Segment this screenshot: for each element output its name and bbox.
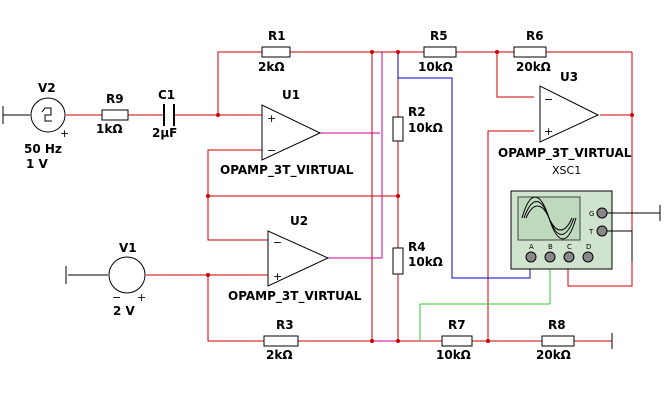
r5-value: 10kΩ (418, 60, 453, 74)
r9-value: 1kΩ (96, 122, 123, 136)
oscilloscope-xsc1[interactable]: XSC1 A B C D G T (510, 164, 661, 270)
r1-ref: R1 (268, 29, 286, 43)
v2-value: 1 V (26, 157, 49, 171)
r4-ref: R4 (408, 240, 426, 254)
wire-green (419, 258, 551, 341)
scope-terminal-g-label: G (589, 210, 594, 218)
resistor-r2[interactable]: R2 10kΩ (392, 105, 443, 142)
v1-minus: − (112, 291, 121, 304)
r9-ref: R9 (106, 92, 124, 106)
scope-terminal-g[interactable]: G (589, 207, 608, 219)
u1-minus: − (267, 144, 276, 157)
r7-ref: R7 (448, 318, 466, 332)
r6-value: 20kΩ (516, 60, 551, 74)
r5-ref: R5 (430, 29, 448, 43)
wires-magenta (320, 52, 400, 342)
v2-plus: + (60, 127, 69, 140)
r6-ref: R6 (526, 29, 544, 43)
xsc1-ref: XSC1 (552, 164, 581, 177)
r2-ref: R2 (408, 105, 426, 119)
u1-plus: + (267, 112, 276, 125)
resistor-r9[interactable]: R9 1kΩ (96, 92, 129, 136)
scope-channel-c-label: C (567, 243, 572, 251)
u2-plus: + (273, 270, 282, 283)
ac-source-icon (41, 107, 52, 122)
u2-ref: U2 (290, 214, 308, 228)
r3-ref: R3 (276, 318, 294, 332)
v1-value: 2 V (113, 304, 136, 318)
resistor-r4[interactable]: R4 10kΩ (392, 240, 443, 275)
u1-ref: U1 (282, 88, 300, 102)
scope-channel-b-label: B (548, 243, 553, 251)
scope-channel-b[interactable]: B (544, 243, 556, 263)
v2-ref: V2 (38, 81, 56, 95)
scope-channel-d-label: D (586, 243, 591, 251)
c1-value: 2µF (152, 126, 177, 140)
u3-ref: U3 (560, 70, 578, 84)
u3-model: OPAMP_3T_VIRTUAL (498, 146, 632, 161)
r8-value: 20kΩ (536, 348, 571, 362)
source-v1[interactable]: − + V1 2 V (65, 241, 146, 318)
scope-channel-c[interactable]: C (563, 243, 575, 263)
v2-freq: 50 Hz (24, 142, 62, 156)
opamp-u2[interactable]: − + U2 OPAMP_3T_VIRTUAL (228, 214, 362, 304)
r4-value: 10kΩ (408, 255, 443, 269)
v1-plus: + (137, 291, 146, 304)
scope-terminal-t-label: T (588, 228, 594, 236)
r1-value: 2kΩ (258, 60, 285, 74)
v1-ref: V1 (119, 241, 137, 255)
scope-terminal-t[interactable]: T (588, 225, 608, 237)
scope-channel-d[interactable]: D (582, 243, 594, 263)
wire-blue (397, 52, 531, 279)
c1-ref: C1 (158, 88, 175, 102)
r3-value: 2kΩ (266, 348, 293, 362)
resistor-r8[interactable]: R8 20kΩ (536, 318, 575, 362)
scope-channel-a-label: A (529, 243, 534, 251)
u3-minus: − (544, 93, 553, 106)
resistor-r3[interactable]: R3 2kΩ (263, 318, 299, 362)
scope-channel-a[interactable]: A (525, 243, 537, 263)
r7-value: 10kΩ (436, 348, 471, 362)
resistor-r6[interactable]: R6 20kΩ (513, 29, 551, 74)
u3-plus: + (544, 125, 553, 138)
r2-value: 10kΩ (408, 121, 443, 135)
u2-model: OPAMP_3T_VIRTUAL (228, 289, 362, 304)
resistor-r1[interactable]: R1 2kΩ (258, 29, 291, 74)
opamp-u3[interactable]: − + U3 OPAMP_3T_VIRTUAL (498, 70, 632, 161)
opamp-u1[interactable]: + − U1 OPAMP_3T_VIRTUAL (220, 88, 354, 178)
u2-minus: − (273, 236, 282, 249)
resistor-r5[interactable]: R5 10kΩ (418, 29, 457, 74)
r8-ref: R8 (548, 318, 566, 332)
source-v2[interactable]: + V2 50 Hz 1 V (2, 81, 69, 171)
waveform-icon (521, 196, 577, 240)
resistor-r7[interactable]: R7 10kΩ (436, 318, 473, 362)
capacitor-c1[interactable]: C1 2µF (152, 88, 177, 140)
u1-model: OPAMP_3T_VIRTUAL (220, 163, 354, 178)
junction-dots (206, 50, 634, 343)
